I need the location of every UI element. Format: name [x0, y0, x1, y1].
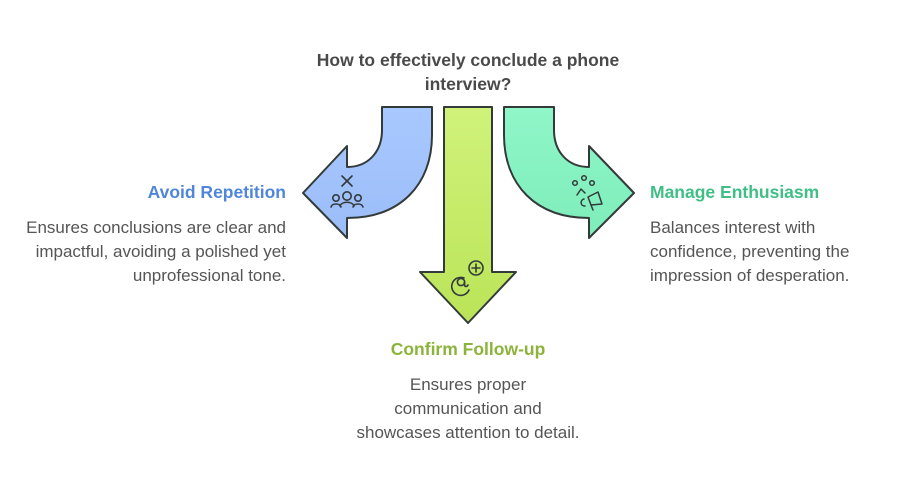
left-arrow: [302, 106, 433, 239]
branch-description: Ensures proper communication and showcas…: [356, 375, 580, 442]
branch-description: Ensures conclusions are clear and impact…: [26, 218, 286, 285]
cheering-megaphone-icon: [571, 174, 603, 211]
add-email-icon: [450, 260, 484, 297]
branch-description: Balances interest with confidence, preve…: [650, 218, 850, 285]
branch-heading: Confirm Follow-up: [390, 339, 546, 359]
center-arrow: [419, 106, 517, 324]
branch-heading: Avoid Repetition: [147, 182, 286, 202]
branch-heading: Manage Enthusiasm: [650, 182, 820, 202]
right-arrow: [503, 106, 635, 239]
diagram-title: How to effectively conclude a phone inte…: [316, 50, 620, 94]
no-group-icon: [330, 175, 364, 208]
